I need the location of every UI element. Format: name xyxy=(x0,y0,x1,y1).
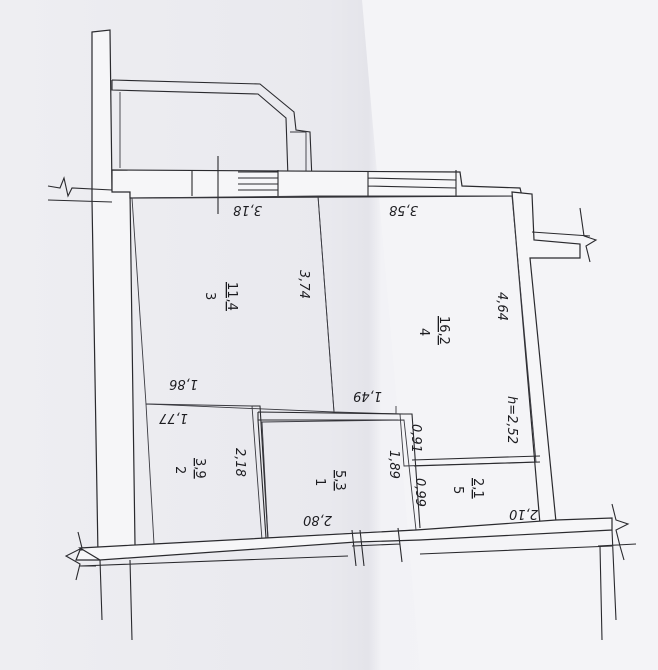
dim-room1-width: 2,80 xyxy=(303,512,332,527)
outer-wall-top xyxy=(111,169,523,199)
bottom-left-break xyxy=(64,531,96,581)
outer-wall-left xyxy=(75,29,136,561)
room-2-area: 3,9 xyxy=(192,458,207,479)
dim-room3-width: 3,18 xyxy=(233,202,262,217)
room-4-area: 16,2 xyxy=(436,316,451,345)
window-bottom xyxy=(351,527,403,567)
left-wall-lower xyxy=(99,559,133,641)
dim-room5-left: 0,99 xyxy=(412,478,427,507)
right-wall-lower xyxy=(599,529,617,641)
outer-wall-right xyxy=(511,191,581,525)
room-3-area: 11,4 xyxy=(224,282,239,311)
dim-corridor-width: 1,49 xyxy=(353,388,382,403)
bottom-wall-lower xyxy=(79,545,613,567)
bottom-right-break xyxy=(597,503,637,561)
room-4-number: 4 xyxy=(416,328,431,336)
balcony-inner xyxy=(119,92,307,178)
dim-room2-width: 1,77 xyxy=(158,410,188,425)
dim-room1-depth: 1,89 xyxy=(386,450,401,479)
room-3-number: 3 xyxy=(202,292,217,300)
room-1-number: 1 xyxy=(312,478,327,486)
right-wall-break xyxy=(531,207,598,263)
room-5-number: 5 xyxy=(450,486,465,494)
wall-room2-room1 xyxy=(252,405,269,541)
room-2-number: 2 xyxy=(172,466,187,474)
room-4-outline xyxy=(317,195,537,467)
dim-room4-depth: 4,64 xyxy=(494,292,509,321)
window-top-right xyxy=(367,170,457,196)
room-1-area: 5,3 xyxy=(332,470,347,491)
dim-room4-height: h=2,52 xyxy=(504,396,519,444)
room-5-area: 2,1 xyxy=(470,478,485,499)
paper-right-panel xyxy=(362,0,658,670)
outer-wall-bottom xyxy=(78,517,613,561)
dim-room3-bottom: 1,86 xyxy=(169,376,198,391)
partition-corridor xyxy=(257,411,405,421)
dim-room3-depth: 3,74 xyxy=(296,270,311,299)
entry-steps xyxy=(191,156,279,214)
dim-room5-upper: 0,91 xyxy=(408,424,423,453)
top-left-break xyxy=(47,176,113,203)
dim-room4-width: 3,58 xyxy=(389,202,418,217)
dim-room2-depth: 2,18 xyxy=(232,448,247,477)
balcony-outline xyxy=(111,79,313,181)
dim-room5-width: 2,10 xyxy=(509,506,538,521)
room-5-outline xyxy=(404,413,541,529)
